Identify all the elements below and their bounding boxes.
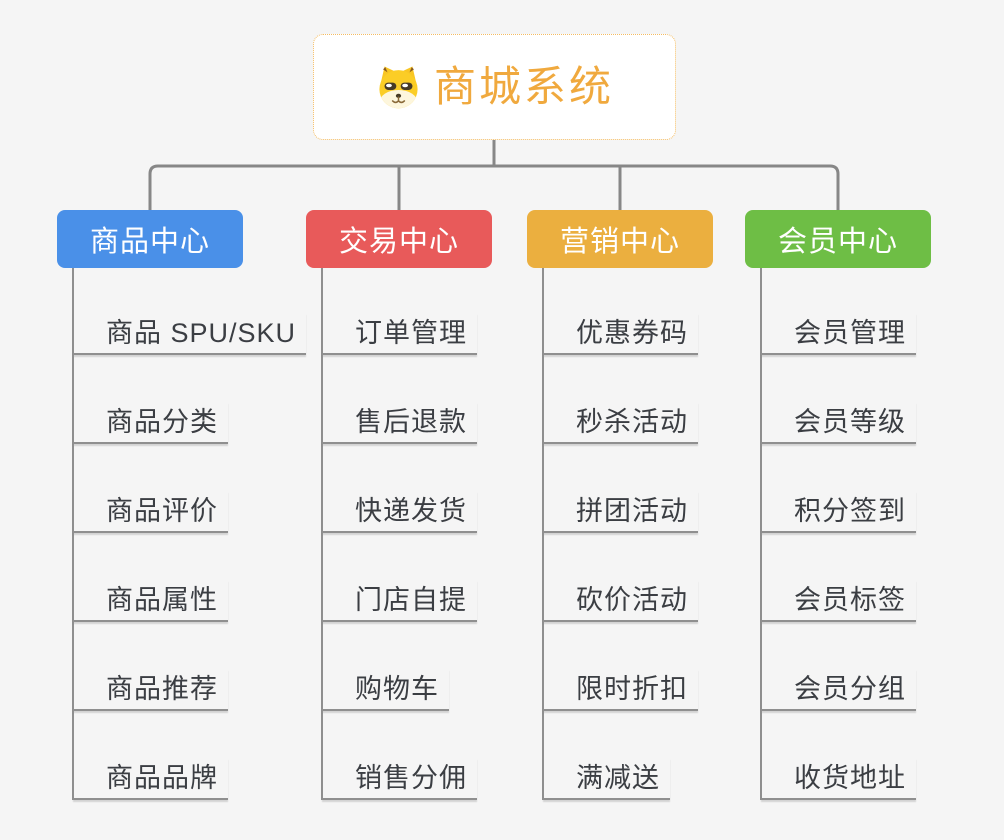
leaf-node[interactable]: 积分签到 (761, 491, 916, 533)
branch-node-trade-center[interactable]: 交易中心 (306, 210, 492, 268)
branch2-child-spine-line (321, 268, 323, 800)
leaf-node[interactable]: 会员管理 (761, 313, 916, 355)
root-node-mall-system[interactable]: 商城系统 (313, 34, 676, 140)
leaf-node[interactable]: 限时折扣 (543, 669, 698, 711)
leaf-node[interactable]: 商品属性 (73, 580, 228, 622)
leaf-node[interactable]: 销售分佣 (322, 758, 477, 800)
leaf-node[interactable]: 商品 SPU/SKU (73, 313, 307, 355)
leaf-node[interactable]: 收货地址 (761, 758, 916, 800)
leaf-node[interactable]: 商品评价 (73, 491, 228, 533)
root-node-title: 商城系统 (433, 63, 614, 110)
leaf-node[interactable]: 砍价活动 (543, 580, 698, 622)
leaf-node[interactable]: 商品分类 (73, 402, 228, 444)
leaf-node[interactable]: 会员标签 (761, 580, 916, 622)
branch-node-member-center[interactable]: 会员中心 (745, 210, 931, 268)
branch4-child-spine-line (760, 268, 762, 800)
leaf-node[interactable]: 会员等级 (761, 402, 916, 444)
leaf-node[interactable]: 快递发货 (322, 491, 477, 533)
leaf-node[interactable]: 购物车 (322, 669, 449, 711)
leaf-node[interactable]: 售后退款 (322, 402, 477, 444)
branch-node-marketing-center[interactable]: 营销中心 (527, 210, 713, 268)
leaf-node[interactable]: 门店自提 (322, 580, 477, 622)
leaf-node[interactable]: 秒杀活动 (543, 402, 698, 444)
leaf-node[interactable]: 商品品牌 (73, 758, 228, 800)
branch-label: 会员中心 (777, 226, 898, 258)
leaf-node[interactable]: 满减送 (543, 758, 670, 800)
branch-label: 商品中心 (89, 226, 210, 258)
branch-label: 交易中心 (338, 226, 459, 258)
leaf-node[interactable]: 会员分组 (761, 669, 916, 711)
branch-label: 营销中心 (559, 226, 680, 258)
dog-face-icon (379, 66, 418, 109)
branch3-child-spine-line (542, 268, 544, 800)
leaf-node[interactable]: 优惠券码 (543, 313, 698, 355)
branch1-child-spine-line (72, 268, 74, 800)
branch-node-product-center[interactable]: 商品中心 (57, 210, 243, 268)
leaf-node[interactable]: 商品推荐 (73, 669, 228, 711)
leaf-node[interactable]: 订单管理 (322, 313, 477, 355)
leaf-node[interactable]: 拼团活动 (543, 491, 698, 533)
branch-bracket-line (148, 164, 840, 210)
